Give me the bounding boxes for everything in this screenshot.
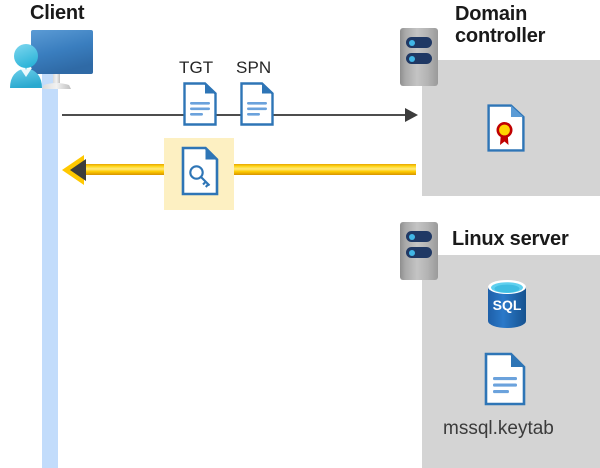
server-bar-icon xyxy=(406,53,432,64)
tgt-label: TGT xyxy=(179,58,214,77)
client-lifeline xyxy=(42,68,58,468)
keytab-document-icon xyxy=(484,352,526,406)
client-title: Client xyxy=(30,2,85,24)
keytab-filename-label: mssql.keytab xyxy=(443,418,554,439)
response-connector-line xyxy=(78,164,416,175)
linux-server-title: Linux server xyxy=(452,228,569,250)
response-arrowhead-icon xyxy=(70,159,86,181)
key-document-icon xyxy=(181,146,219,196)
tgt-document-icon xyxy=(183,82,217,126)
client-computer-icon xyxy=(10,30,93,89)
server-bar-icon xyxy=(406,37,432,48)
dc-title-line-1: Domain xyxy=(455,3,528,25)
certificate-icon xyxy=(487,104,525,152)
server-bar-icon xyxy=(406,231,432,242)
sql-icon-label: SQL xyxy=(493,297,522,313)
request-connector-line xyxy=(62,114,412,116)
linux-server-icon xyxy=(400,222,438,280)
spn-document-icon xyxy=(240,82,274,126)
domain-controller-server-icon xyxy=(400,28,438,86)
sql-database-icon: SQL xyxy=(488,280,526,328)
spn-label: SPN xyxy=(236,58,272,77)
dc-title-line-2: controller xyxy=(455,25,546,48)
server-bar-icon xyxy=(406,247,432,258)
request-arrowhead-icon xyxy=(405,108,418,122)
